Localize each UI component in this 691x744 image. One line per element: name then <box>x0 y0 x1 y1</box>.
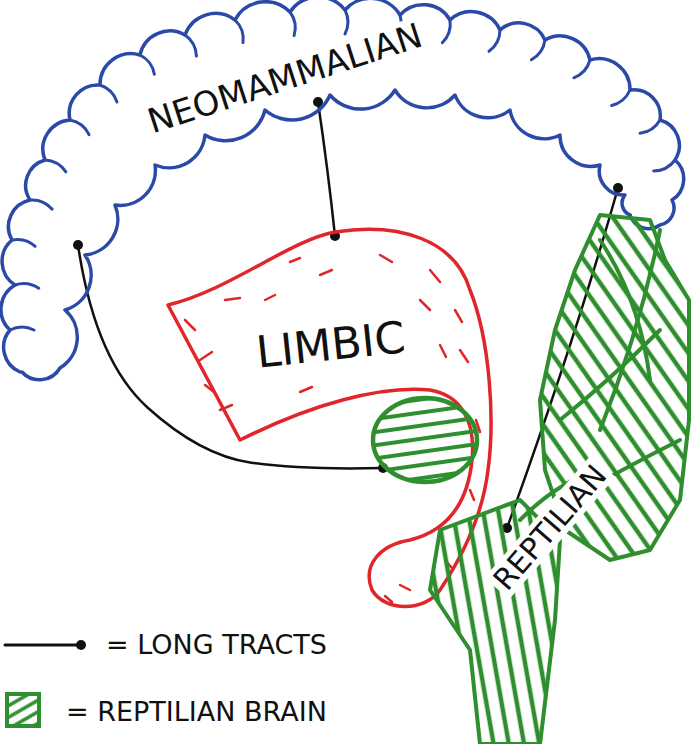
legend-hatch-sample <box>4 691 42 729</box>
legend-tract-sample <box>2 634 88 656</box>
region-outline <box>360 205 691 744</box>
legend-text: = REPTILIAN BRAIN <box>66 697 327 727</box>
region-label: LIMBIC <box>249 313 411 378</box>
legend-item: = REPTILIAN BRAIN <box>0 0 691 60</box>
long-tract <box>313 97 340 241</box>
legend-item: = LONG TRACTS <box>0 0 691 60</box>
legend-text: = LONG TRACTS <box>106 630 327 660</box>
reptilian-region: REPTILIAN <box>360 205 691 744</box>
